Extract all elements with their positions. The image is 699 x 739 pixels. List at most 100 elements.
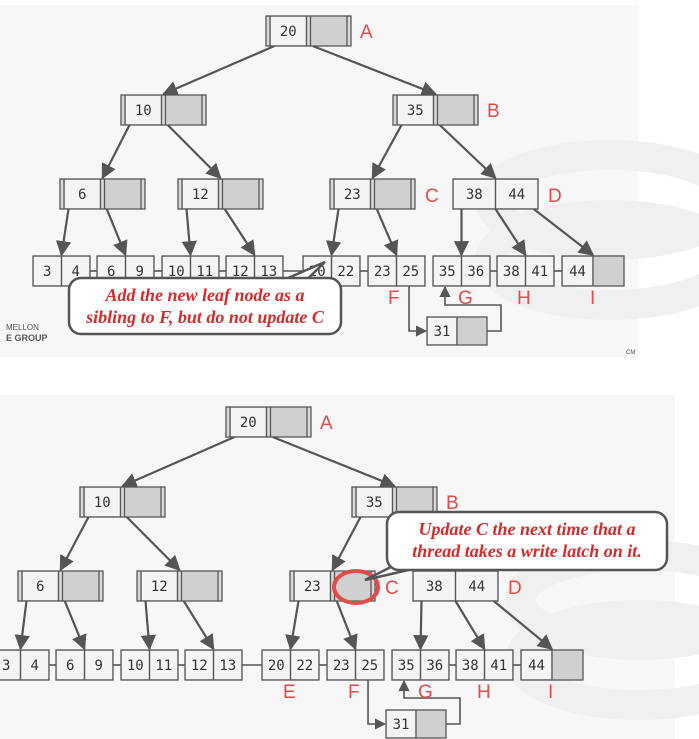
node-key: 3 — [43, 264, 51, 280]
node-n12: 12 — [177, 178, 264, 210]
node-key: 23 — [304, 579, 321, 595]
node-key: 4 — [72, 264, 80, 280]
node-key: 12 — [192, 187, 209, 203]
key-cell — [291, 651, 318, 679]
node-n31: 31 — [426, 316, 488, 346]
node-n6: 6 — [17, 570, 104, 602]
node-i: 44 — [520, 649, 584, 681]
node-n12: 12 — [136, 570, 223, 602]
key-cell — [150, 651, 177, 679]
node-key: 20 — [268, 658, 285, 674]
node-key: 11 — [196, 264, 213, 280]
node-key: 35 — [439, 264, 456, 280]
node-key: 38 — [462, 658, 479, 674]
key-cell — [335, 180, 370, 208]
key-cell — [142, 572, 177, 600]
tree-edge — [312, 44, 437, 97]
callout-line: thread takes a write latch on it. — [412, 541, 642, 561]
tree-edge — [413, 600, 429, 651]
key-cell — [458, 318, 486, 344]
callout-line: Add the new leaf node as a — [104, 285, 304, 305]
key-cell — [85, 488, 120, 516]
node-n31: 31 — [385, 709, 447, 739]
tree-edge — [181, 208, 197, 257]
key-cell — [454, 180, 495, 208]
node-key: 9 — [136, 264, 144, 280]
node-key: 23 — [344, 187, 361, 203]
empty-key-cell — [182, 572, 217, 600]
key-cell — [434, 257, 461, 285]
node-key: 13 — [260, 264, 277, 280]
empty-key-cell — [63, 572, 98, 600]
node-key: 20 — [280, 24, 297, 40]
key-cell — [328, 651, 355, 679]
key-cell — [357, 488, 392, 516]
empty-key-cell — [271, 408, 306, 436]
tree-edge — [55, 208, 72, 257]
node-key: 23 — [333, 658, 350, 674]
node-f: 23 25 — [367, 255, 426, 287]
empty-key-cell — [375, 180, 410, 208]
tree-edge — [325, 208, 342, 257]
node-key: 3 — [2, 658, 10, 674]
key-cell — [183, 180, 218, 208]
node-key: 6 — [107, 264, 115, 280]
node-b: 10 — [120, 94, 207, 126]
key-cell — [498, 257, 525, 285]
node-key: 36 — [467, 264, 484, 280]
key-cell — [23, 572, 58, 600]
tree-edge — [331, 516, 362, 572]
key-cell — [85, 651, 112, 679]
tree-edge — [335, 600, 358, 651]
tree-edge — [162, 44, 275, 96]
node-key: 31 — [434, 324, 451, 340]
key-cell — [231, 408, 266, 436]
key-cell — [393, 651, 420, 679]
callout-box — [385, 510, 669, 572]
key-cell — [126, 96, 161, 124]
key-cell — [397, 257, 424, 285]
node-label-g: G — [418, 682, 433, 703]
node-key: 13 — [219, 658, 236, 674]
empty-key-cell — [311, 17, 346, 45]
key-cell — [271, 17, 306, 45]
key-cell — [462, 257, 489, 285]
key-cell — [21, 651, 48, 679]
node-b: 10 — [79, 486, 166, 518]
node-d: 38 44 — [412, 570, 499, 602]
tree-edge — [14, 600, 30, 651]
node-key: 38 — [426, 579, 443, 595]
empty-key-cell — [166, 96, 201, 124]
key-cell — [457, 651, 484, 679]
node-key: 23 — [374, 264, 391, 280]
key-cell — [122, 651, 149, 679]
node-label-h: H — [477, 682, 491, 703]
empty-key-cell — [223, 180, 258, 208]
node-key: 36 — [426, 658, 443, 674]
key-cell — [356, 651, 383, 679]
node-key: 12 — [151, 579, 168, 595]
key-cell — [398, 96, 433, 124]
key-cell — [428, 318, 456, 344]
key-cell — [421, 651, 448, 679]
node-label-d: D — [508, 578, 522, 599]
tree-edge — [438, 124, 497, 180]
node-key: 41 — [490, 658, 507, 674]
node-key: 44 — [468, 579, 485, 595]
tree-edge — [454, 600, 486, 651]
node-key: 10 — [127, 658, 144, 674]
key-cell — [263, 651, 290, 679]
node-a: 20 — [225, 406, 312, 438]
tree-edge — [375, 208, 399, 257]
node-label-a: A — [360, 22, 373, 43]
tree-edge — [63, 600, 87, 651]
node-key: 25 — [402, 264, 419, 280]
